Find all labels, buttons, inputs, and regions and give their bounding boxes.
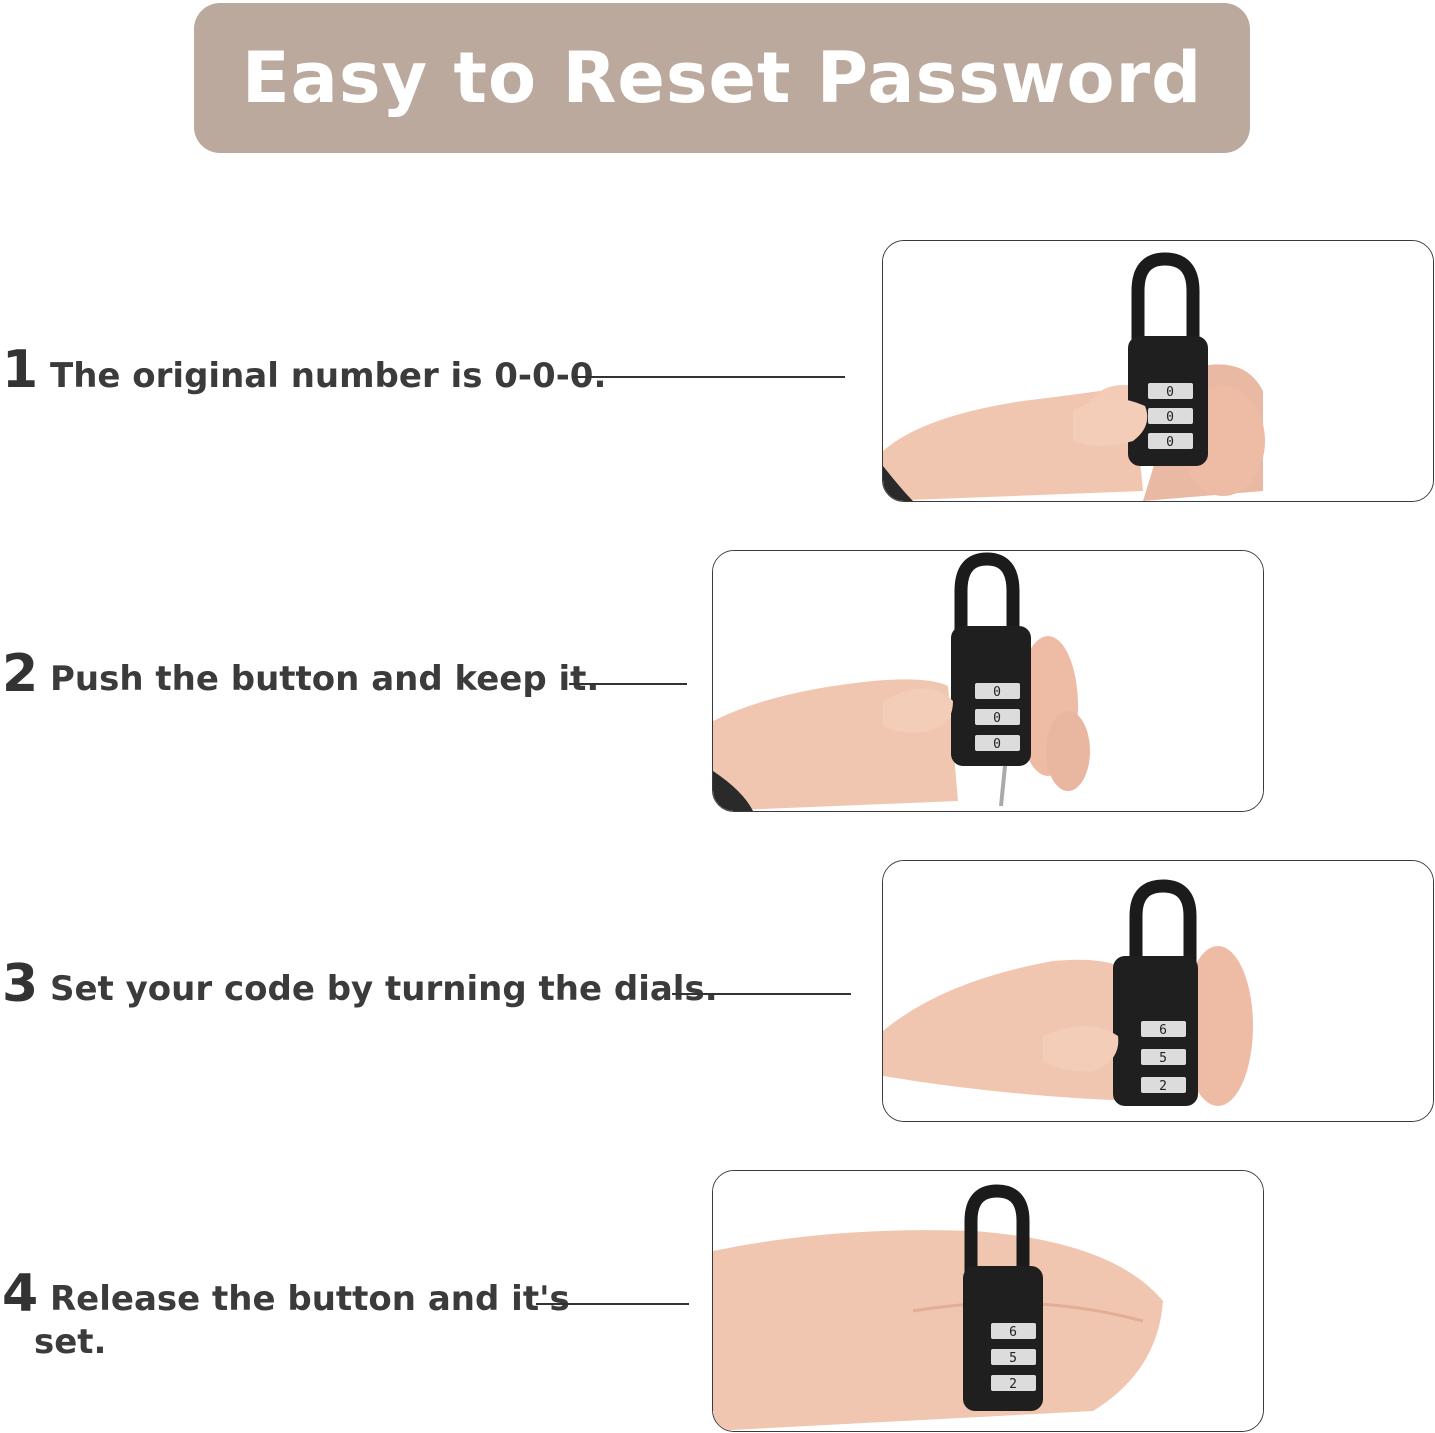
step-4-text-line1: Release the button and it's xyxy=(50,1279,570,1319)
step-4-connector-line xyxy=(536,1303,689,1305)
padlock-in-hand-image: 0 0 0 xyxy=(883,241,1433,501)
step-1-text: The original number is 0-0-0. xyxy=(50,356,607,396)
padlock-dials-image: 6 5 2 xyxy=(883,861,1433,1121)
dial-2-value: 5 xyxy=(1159,1051,1167,1066)
dial-2-value: 5 xyxy=(1009,1351,1017,1366)
dial-3-value: 0 xyxy=(993,737,1001,752)
dial-1-value: 0 xyxy=(1166,385,1174,400)
step-4-text-line2: set. xyxy=(34,1322,107,1362)
title-banner: Easy to Reset Password xyxy=(194,3,1250,153)
dial-2-value: 0 xyxy=(993,711,1001,726)
step-4-photo: 6 5 2 xyxy=(712,1170,1264,1432)
dial-1-value: 6 xyxy=(1009,1325,1017,1340)
step-1-number: 1 xyxy=(2,340,39,400)
step-2-text: Push the button and keep it. xyxy=(50,659,600,699)
step-3-connector-line xyxy=(672,993,851,995)
step-2-photo: 0 0 0 xyxy=(712,550,1264,812)
step-2-number: 2 xyxy=(2,644,39,704)
page-title: Easy to Reset Password xyxy=(241,37,1203,119)
step-3-number: 3 xyxy=(2,954,39,1014)
dial-1-value: 6 xyxy=(1159,1023,1167,1038)
dial-3-value: 2 xyxy=(1159,1079,1167,1094)
step-3-photo: 6 5 2 xyxy=(882,860,1434,1122)
step-2-connector-line xyxy=(569,683,687,685)
dial-3-value: 0 xyxy=(1166,435,1174,450)
dial-1-value: 0 xyxy=(993,685,1001,700)
padlock-reset-image: 0 0 0 xyxy=(713,551,1263,811)
step-3-text: Set your code by turning the dials. xyxy=(50,969,718,1009)
dial-3-value: 2 xyxy=(1009,1377,1017,1392)
dial-2-value: 0 xyxy=(1166,410,1174,425)
step-1-connector-line xyxy=(573,376,845,378)
step-4-number: 4 xyxy=(2,1264,39,1324)
padlock-set-image: 6 5 2 xyxy=(713,1171,1263,1431)
step-1-photo: 0 0 0 xyxy=(882,240,1434,502)
